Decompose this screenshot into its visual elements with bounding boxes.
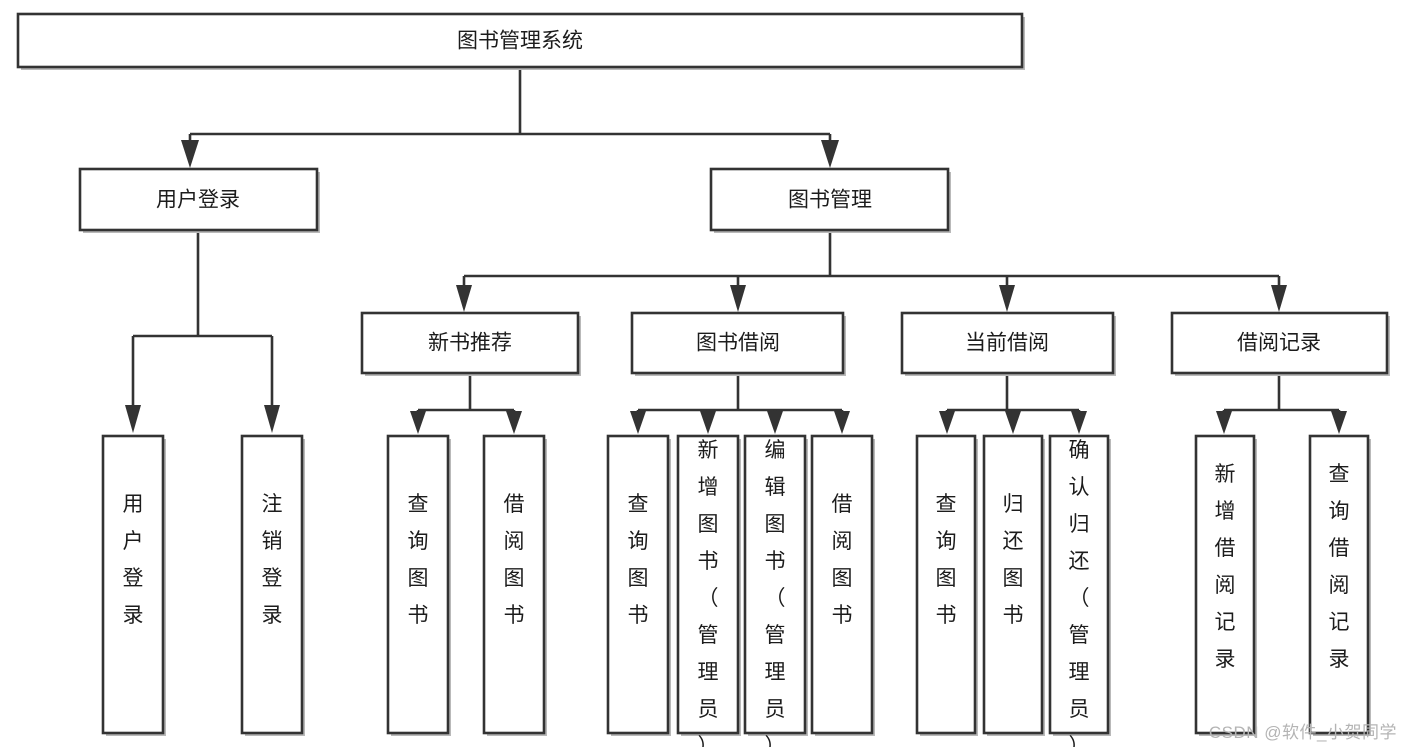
- node-leaf4-box[interactable]: [482, 434, 546, 735]
- node-leaf11[interactable]: 确认归还（管理员）: [1048, 434, 1111, 747]
- node-login[interactable]: 用户登录: [78, 167, 320, 233]
- node-leaf8-box[interactable]: [810, 434, 874, 735]
- connector-group-current: [939, 376, 1087, 434]
- node-root-box[interactable]: [16, 12, 1024, 69]
- node-leaf2[interactable]: 注销登录: [240, 434, 305, 736]
- arrow-head-leaf7: [767, 411, 783, 434]
- node-leaf1[interactable]: 用户登录: [101, 434, 166, 736]
- node-leaf13-label: 查询借阅记录: [1329, 463, 1350, 671]
- node-leaf3-box[interactable]: [386, 434, 450, 735]
- node-login-label: 用户登录: [156, 189, 240, 212]
- arrow-head-leaf11: [1071, 411, 1087, 434]
- node-leaf2-box[interactable]: [240, 434, 304, 735]
- node-leaf2-label: 注销登录: [262, 493, 283, 627]
- node-newbook[interactable]: 新书推荐: [360, 311, 581, 376]
- node-login-box[interactable]: [78, 167, 319, 232]
- node-leaf10[interactable]: 归还图书: [982, 434, 1045, 736]
- node-leaf9[interactable]: 查询图书: [915, 434, 978, 736]
- arrow-head-leaf3: [410, 411, 426, 434]
- connector-group-borrow: [630, 376, 850, 434]
- node-leaf3-label: 查询图书: [408, 493, 429, 627]
- arrow-head-login: [181, 140, 199, 168]
- node-leaf6[interactable]: 新增图书（管理员）: [676, 434, 741, 747]
- csdn-watermark: CSDN @软件_小贺同学: [1208, 723, 1397, 742]
- node-leaf10-box[interactable]: [982, 434, 1044, 735]
- node-borrow-label: 图书借阅: [696, 332, 780, 355]
- arrow-head-borrow: [730, 285, 746, 312]
- arrow-head-leaf8: [834, 411, 850, 434]
- connector-group-bookmgmt: [456, 233, 1287, 312]
- node-borrow[interactable]: 图书借阅: [630, 311, 846, 376]
- node-records[interactable]: 借阅记录: [1170, 311, 1390, 376]
- arrow-head-leaf1: [125, 405, 141, 433]
- node-leaf8[interactable]: 借阅图书: [810, 434, 875, 736]
- arrow-head-bookmgmt: [821, 140, 839, 168]
- node-leaf5[interactable]: 查询图书: [606, 434, 671, 736]
- node-records-box[interactable]: [1170, 311, 1389, 375]
- arrow-head-leaf2: [264, 405, 280, 433]
- node-leaf8-label: 借阅图书: [832, 493, 853, 627]
- node-leaf1-label: 用户登录: [123, 493, 144, 627]
- node-records-label: 借阅记录: [1237, 332, 1321, 355]
- node-leaf12[interactable]: 新增借阅记录: [1194, 434, 1257, 736]
- node-leaf5-label: 查询图书: [628, 493, 649, 627]
- arrow-head-leaf9: [939, 411, 955, 434]
- node-leaf4-label: 借阅图书: [504, 493, 525, 627]
- arrow-head-newbook: [456, 285, 472, 312]
- node-leaf7-box[interactable]: [743, 434, 807, 735]
- node-leaf7[interactable]: 编辑图书（管理员）: [743, 434, 808, 747]
- node-leaf12-label: 新增借阅记录: [1215, 463, 1236, 671]
- connector-group-newbook: [410, 376, 522, 434]
- node-newbook-label: 新书推荐: [428, 332, 512, 355]
- arrow-head-records: [1271, 285, 1287, 312]
- node-leaf10-label: 归还图书: [1003, 493, 1024, 627]
- node-leaf7-label: 编辑图书（管理员）: [765, 439, 786, 747]
- node-borrow-box[interactable]: [630, 311, 845, 375]
- node-root-label: 图书管理系统: [457, 30, 583, 53]
- node-leaf11-box[interactable]: [1048, 434, 1110, 735]
- arrow-head-current: [999, 285, 1015, 312]
- node-leaf9-label: 查询图书: [936, 493, 957, 627]
- arrow-head-leaf5: [630, 411, 646, 434]
- node-leaf13[interactable]: 查询借阅记录: [1308, 434, 1371, 736]
- connector-group-root: [181, 68, 839, 168]
- node-bookmgmt[interactable]: 图书管理: [709, 167, 951, 233]
- arrow-head-leaf10: [1005, 411, 1021, 434]
- node-newbook-box[interactable]: [360, 311, 580, 375]
- node-leaf4[interactable]: 借阅图书: [482, 434, 547, 736]
- arrow-head-leaf12: [1216, 411, 1232, 434]
- node-leaf6-label: 新增图书（管理员）: [698, 439, 719, 747]
- node-leaf11-label: 确认归还（管理员）: [1069, 439, 1090, 747]
- node-bookmgmt-label: 图书管理: [788, 189, 872, 212]
- node-leaf9-box[interactable]: [915, 434, 977, 735]
- connector-group-login: [125, 233, 280, 433]
- node-leaf3[interactable]: 查询图书: [386, 434, 451, 736]
- node-current-box[interactable]: [900, 311, 1115, 375]
- node-leaf1-box[interactable]: [101, 434, 165, 735]
- node-current-label: 当前借阅: [965, 332, 1049, 355]
- arrow-head-leaf4: [506, 411, 522, 434]
- connector-group-records: [1216, 376, 1347, 434]
- node-current[interactable]: 当前借阅: [900, 311, 1116, 376]
- node-leaf5-box[interactable]: [606, 434, 670, 735]
- node-bookmgmt-box[interactable]: [709, 167, 950, 232]
- node-root[interactable]: 图书管理系统: [16, 12, 1025, 70]
- node-leaf12-box[interactable]: [1194, 434, 1256, 735]
- arrow-head-leaf6: [700, 411, 716, 434]
- node-leaf13-box[interactable]: [1308, 434, 1370, 735]
- arrow-head-leaf13: [1331, 411, 1347, 434]
- node-leaf6-box[interactable]: [676, 434, 740, 735]
